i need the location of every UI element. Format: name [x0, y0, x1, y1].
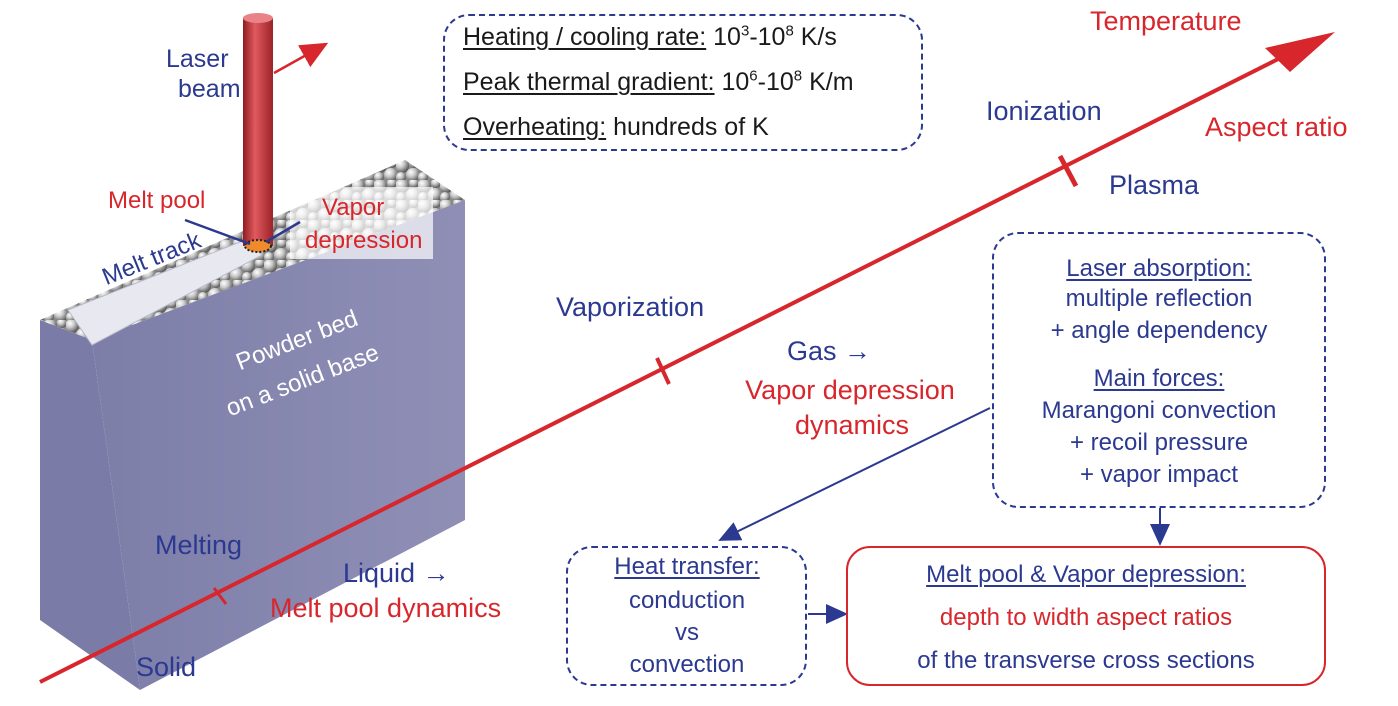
vaporization-label: Vaporization: [556, 292, 705, 322]
thermal-gradient-value: 106-108 K/m: [721, 67, 854, 96]
plasma-label: Plasma: [1109, 170, 1200, 200]
temperature-axis-arrowhead: [1265, 32, 1335, 72]
melt-pool-dynamics-label: Melt pool dynamics: [270, 593, 502, 623]
laser-beam-label-line2: beam: [178, 75, 241, 103]
main-forces-line2: + recoil pressure: [1069, 429, 1249, 456]
laser-absorption-title: Laser absorption:: [1066, 255, 1252, 282]
thermal-properties-box: [443, 14, 923, 151]
laser-beam-top: [243, 13, 273, 23]
tick-ionization: [1057, 154, 1079, 188]
main-forces-line3: + vapor impact: [1079, 461, 1239, 488]
vapor-label-bg: [290, 187, 433, 259]
solid-label: Solid: [136, 652, 197, 682]
heat-transfer-line2: vs: [675, 619, 699, 646]
overheating-label: Overheating:: [463, 113, 607, 141]
tick-melting: [212, 587, 228, 605]
heat-transfer-box: [566, 546, 807, 686]
thermal-gradient-row: Peak thermal gradient: 106-108 K/m: [463, 67, 854, 97]
liquid-label: Liquid →: [343, 558, 450, 588]
laser-absorption-line2: + angle dependency: [1050, 317, 1268, 344]
result-title: Melt pool & Vapor depression:: [926, 561, 1246, 588]
laser-forces-box: [992, 232, 1326, 508]
vapor-depression-dynamics-line1: Vapor depression: [745, 375, 955, 405]
laser-beam-shape: [243, 18, 273, 246]
powder-bed-front-face: [92, 200, 465, 690]
heating-rate-label: Heating / cooling rate:: [463, 23, 707, 51]
ionization-label: Ionization: [986, 96, 1102, 126]
melt-pool-label: Melt pool: [108, 187, 206, 214]
aspect-ratio-label: Aspect ratio: [1205, 112, 1348, 142]
arrow-forces-to-heat: [718, 407, 991, 541]
main-forces-title: Main forces:: [1093, 365, 1225, 392]
result-line1: depth to width aspect ratios: [939, 604, 1233, 631]
vapor-depression-label-line2: depression: [305, 227, 423, 254]
melting-label: Melting: [155, 530, 243, 560]
thermal-gradient-label: Peak thermal gradient:: [463, 68, 715, 96]
temperature-axis: [39, 46, 1301, 684]
overheating-value: hundreds of K: [613, 113, 769, 141]
powder-bed-left-face: [40, 320, 140, 690]
heat-transfer-title: Heat transfer:: [614, 553, 760, 580]
heating-rate-row: Heating / cooling rate: 103-108 K/s: [463, 22, 837, 52]
heat-transfer-line1: conduction: [628, 587, 746, 614]
overheating-row: Overheating: hundreds of K: [463, 112, 769, 142]
temperature-label: Temperature: [1090, 6, 1242, 36]
vapor-depression-label-line1: Vapor: [322, 194, 385, 221]
tick-vaporization: [655, 357, 671, 385]
melt-track-shape: [67, 239, 263, 346]
laser-absorption-line1: multiple reflection: [1065, 285, 1253, 312]
vapor-depression-dynamics-line2: dynamics: [794, 410, 910, 440]
heating-rate-value: 103-108 K/s: [713, 22, 837, 51]
heat-transfer-line3: convection: [629, 651, 745, 678]
gas-label: Gas →: [787, 336, 872, 366]
result-line2: of the transverse cross sections: [917, 647, 1255, 674]
laser-beam-label-line1: Laser: [166, 45, 229, 73]
scan-direction-arrow: [273, 42, 329, 75]
melt-pool-spot: [244, 239, 272, 253]
main-forces-line1: Marangoni convection: [1041, 397, 1277, 424]
melt-pool-result-box: [846, 546, 1326, 686]
